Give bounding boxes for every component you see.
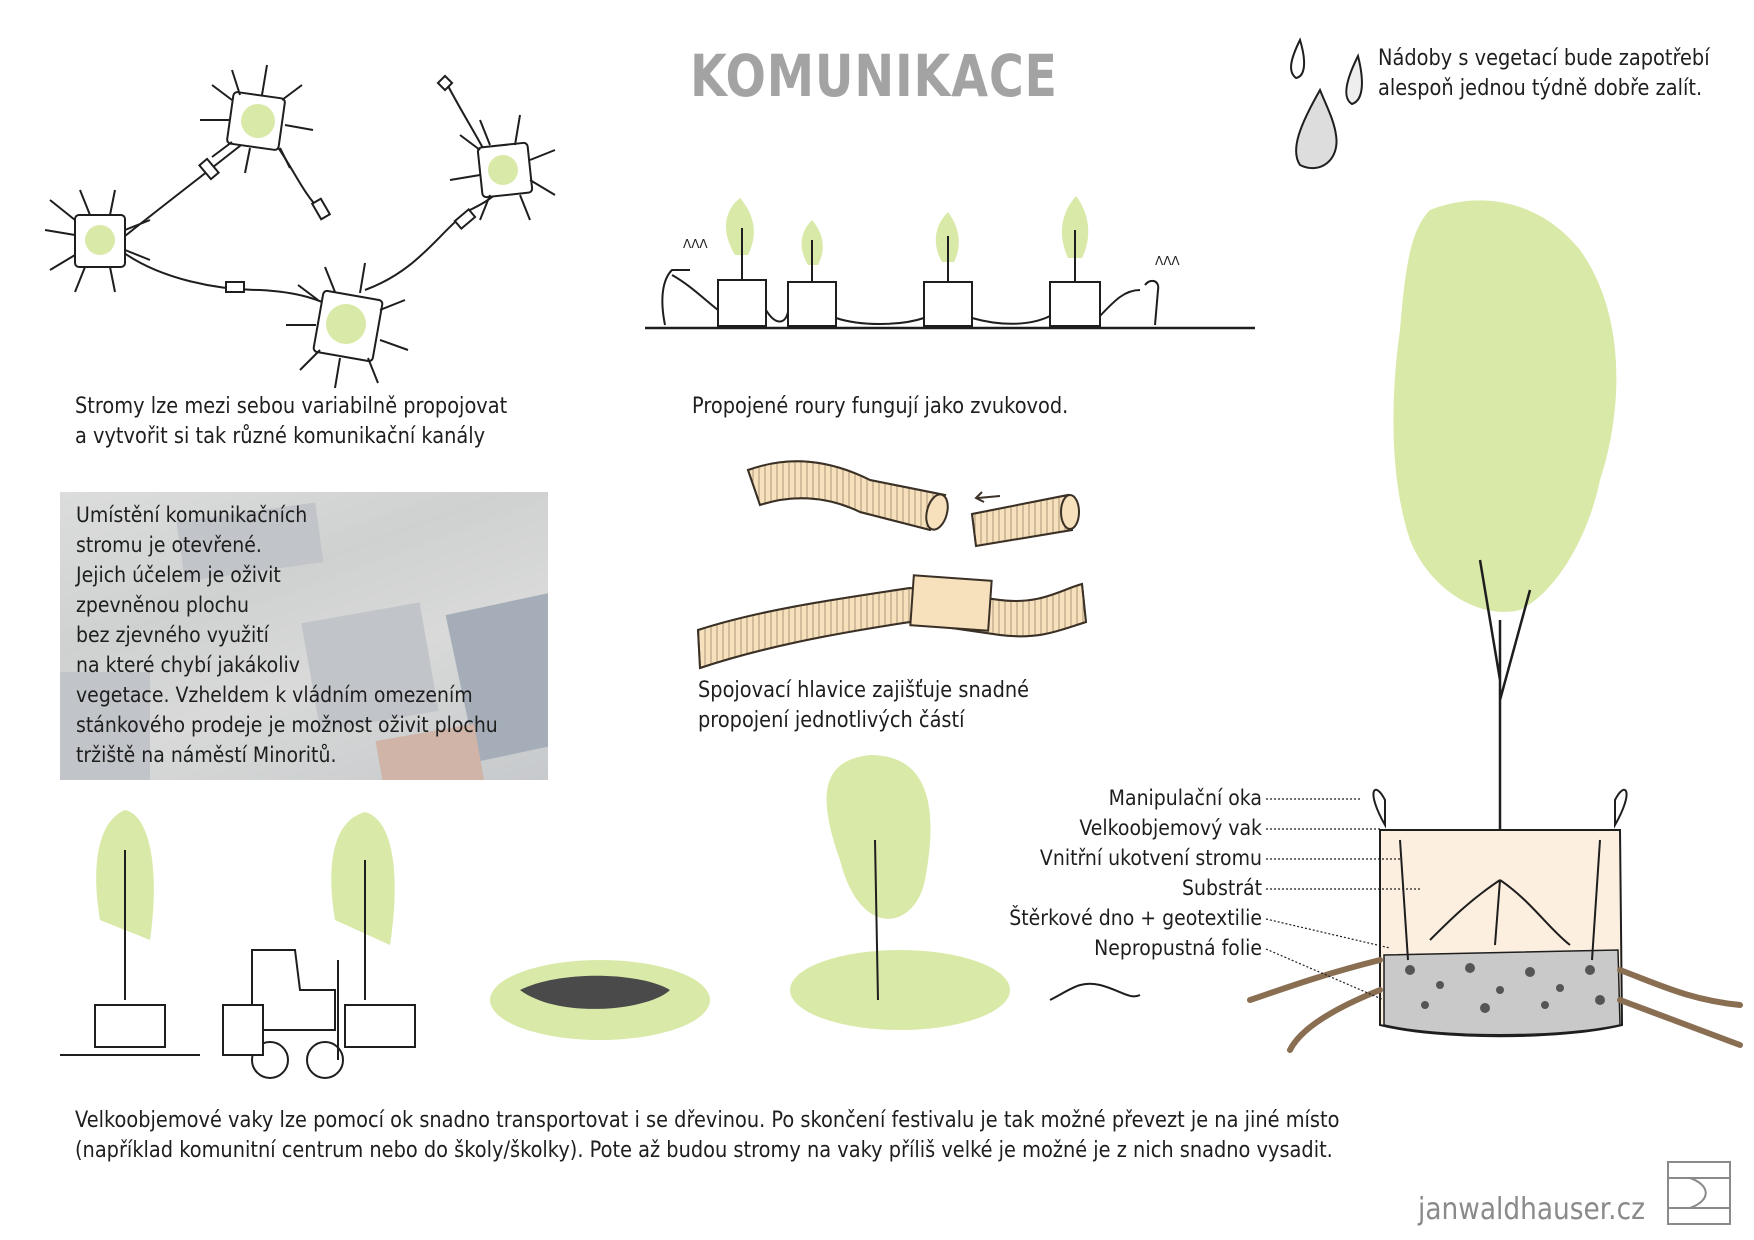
website-url: janwaldhauser.cz bbox=[1418, 1192, 1645, 1227]
planter bbox=[1049, 196, 1101, 327]
tree-pod bbox=[286, 262, 409, 389]
placement-text-line: bez zjevného využití bbox=[76, 623, 269, 647]
planting-hole bbox=[490, 960, 710, 1040]
connector-caption-line: propojení jednotlivých částí bbox=[698, 708, 965, 733]
watering-note: Nádoby s vegetací bude zapotřebí alespoň… bbox=[1378, 44, 1710, 104]
network-caption-line: Stromy lze mezi sebou variabilně propojo… bbox=[75, 394, 508, 419]
placement-text-line: stromu je otevřené. bbox=[76, 533, 262, 557]
watering-note-line: Nádoby s vegetací bude zapotřebí bbox=[1378, 46, 1710, 71]
water-drops-icon bbox=[1290, 37, 1363, 170]
placement-text-line: na které chybí jakákoliv bbox=[76, 653, 300, 677]
pipe-sketch bbox=[696, 460, 1088, 670]
tree-network-sketch bbox=[44, 64, 556, 389]
planter bbox=[923, 212, 973, 327]
tree-in-bag bbox=[60, 810, 200, 1056]
forklift bbox=[222, 812, 416, 1079]
placement-text-line: Umístění komunikačních bbox=[76, 503, 308, 527]
big-tree-sketch bbox=[1247, 200, 1743, 1053]
tree-pod bbox=[449, 114, 556, 221]
bottom-text-line: (například komunitní centrum nebo do ško… bbox=[75, 1138, 1333, 1163]
street-pipe-sketch: ꓥꓥꓥ ꓥꓥꓥ bbox=[645, 196, 1255, 330]
placement-text-line: Jejich účelem je oživit bbox=[76, 563, 281, 587]
placement-text-line: tržiště na náměstí Minoritů. bbox=[76, 743, 337, 767]
svg-text:ꓥꓥꓥ: ꓥꓥꓥ bbox=[1155, 254, 1180, 268]
planter bbox=[717, 198, 767, 327]
bag-label: Manipulační oka bbox=[1108, 786, 1262, 810]
pipes-caption: Propojené roury fungují jako zvukovod. bbox=[692, 394, 1069, 419]
network-caption-line: a vytvořit si tak různé komunikační kaná… bbox=[75, 424, 486, 449]
bag-label: Nepropustná folie bbox=[1094, 936, 1262, 960]
planter bbox=[787, 220, 837, 327]
bottom-text: Velkoobjemové vaky lze pomocí ok snadno … bbox=[75, 1106, 1339, 1166]
bottom-text-line: Velkoobjemové vaky lze pomocí ok snadno … bbox=[75, 1108, 1340, 1133]
bag-label: Substrát bbox=[1181, 876, 1262, 900]
svg-text:ꓥꓥꓥ: ꓥꓥꓥ bbox=[683, 237, 708, 251]
placement-text-line: zpevněnou plochu bbox=[76, 593, 250, 617]
bag-label: Velkoobjemový vak bbox=[1079, 816, 1262, 840]
network-caption: Stromy lze mezi sebou variabilně propojo… bbox=[75, 392, 507, 452]
connector-caption-line: Spojovací hlavice zajišťuje snadné bbox=[698, 678, 1030, 703]
logo-icon bbox=[1667, 1161, 1731, 1225]
tree-pod bbox=[44, 189, 151, 293]
connector-caption: Spojovací hlavice zajišťuje snadné propo… bbox=[698, 676, 1029, 736]
bag-label: Štěrkové dno + geotextilie bbox=[1009, 906, 1262, 930]
placement-text-line: vegetace. Vzheldem k vládním omezením bbox=[76, 683, 473, 707]
tree-pod bbox=[200, 64, 314, 174]
placement-text: Umístění komunikačních stromu je otevřen… bbox=[76, 500, 498, 770]
bag-label: Vnitřní ukotvení stromu bbox=[1039, 846, 1262, 870]
page-title: KOMUNIKACE bbox=[690, 42, 1058, 110]
watering-note-line: alespoň jednou týdně dobře zalít. bbox=[1378, 76, 1703, 101]
aerial-photo: Umístění komunikačních stromu je otevřen… bbox=[60, 492, 548, 780]
placement-text-line: stánkového prodeje je možnost oživit plo… bbox=[76, 713, 498, 737]
